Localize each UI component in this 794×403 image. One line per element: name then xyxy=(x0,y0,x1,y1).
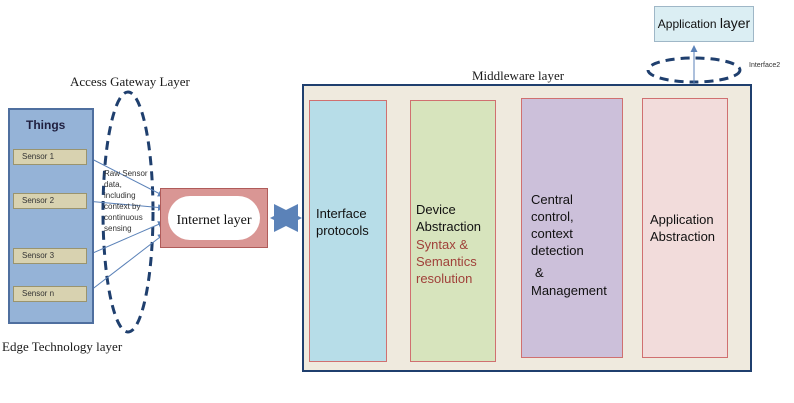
application-layer-label: Application layer xyxy=(654,15,754,31)
cloud-icon xyxy=(168,196,260,240)
central-control-label: Central control, context detection xyxy=(531,192,584,258)
sensor-3: Sensor 3 xyxy=(13,248,87,264)
edge-technology-label: Edge Technology layer xyxy=(2,339,123,354)
application-layer-word2: layer xyxy=(719,15,751,31)
interface-protocols-label: Interface protocols xyxy=(316,206,369,238)
syntax-semantics-label: Syntax & Semantics resolution xyxy=(416,237,477,286)
device-abstraction-column xyxy=(410,100,496,362)
central-control-column xyxy=(521,98,623,358)
application-layer-box xyxy=(654,6,754,42)
application-layer-word1: Application xyxy=(657,17,717,31)
raw-sensor-text: Raw Sensor data, including context by co… xyxy=(104,169,148,233)
sensor1-arrow xyxy=(85,155,165,197)
application-abstraction-column xyxy=(642,98,728,358)
access-gateway-label: Access Gateway Layer xyxy=(70,74,190,89)
internet-label: Internet layer xyxy=(176,213,252,228)
sensor-n: Sensor n xyxy=(13,286,87,302)
device-abstraction-label: Device Abstraction xyxy=(416,202,482,234)
things-title: Things xyxy=(26,118,66,132)
sensorn-arrow xyxy=(85,233,165,295)
central-and-label: & xyxy=(535,265,544,280)
management-label: Management xyxy=(531,283,607,298)
sensor2-arrow xyxy=(85,200,165,211)
interface-protocols-column xyxy=(309,100,387,362)
sensor3-arrow xyxy=(85,221,165,257)
sensor-2: Sensor 2 xyxy=(13,193,87,209)
application-abstraction-label: Application Abstraction xyxy=(650,212,716,244)
middleware-title: Middleware layer xyxy=(472,68,565,83)
sensor-1: Sensor 1 xyxy=(13,149,87,165)
interface2-label: Interface2 xyxy=(749,62,781,69)
gateway-ellipse xyxy=(101,90,155,334)
